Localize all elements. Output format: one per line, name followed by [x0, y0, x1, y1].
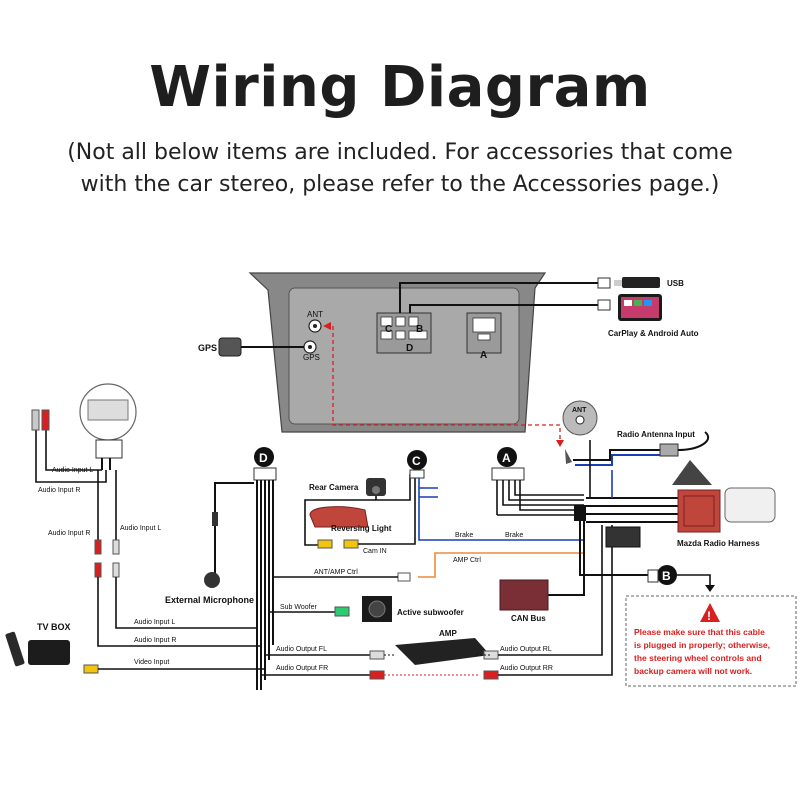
- active-subwoofer-label: Active subwoofer: [397, 608, 464, 617]
- head-unit: ANT GPS C B D A: [248, 272, 547, 433]
- microphone-icon: [204, 572, 220, 588]
- audio-input-r-top-label: Audio Input R: [38, 487, 80, 494]
- antenna-wiring: ANT Radio Antenna Input: [323, 322, 712, 485]
- rear-camera-label: Rear Camera: [309, 483, 359, 492]
- tv-box-icon: [28, 640, 70, 665]
- mazda-radio-harness: Mazda Radio Harness: [677, 487, 776, 548]
- reversing-light-icon: [309, 506, 369, 528]
- audio-output-fr-label: Audio Output FR: [276, 665, 328, 672]
- usb-label: USB: [667, 279, 684, 288]
- gps-port-label: GPS: [303, 353, 320, 362]
- can-bus-module-icon: [499, 579, 549, 611]
- audio-input-l-mid-label: Audio Input L: [120, 525, 161, 532]
- ant-amp-ctrl-label: ANT/AMP Ctrl: [314, 569, 358, 576]
- audio-input-l-long-label: Audio Input L: [134, 619, 175, 626]
- can-bus-label: CAN Bus: [511, 614, 546, 623]
- audio-output-rl-label: Audio Output RL: [500, 646, 552, 653]
- port-c-label: C: [385, 324, 392, 335]
- can-bus: CAN Bus: [499, 579, 549, 623]
- subtitle-line-2: with the car stereo, please refer to the…: [80, 172, 720, 197]
- warning-icon-glyph: !: [707, 609, 711, 623]
- rear-camera-group: Rear Camera Reversing Light Cam IN: [304, 470, 417, 555]
- audio-input-r-long-label: Audio Input R: [134, 637, 176, 644]
- external-microphone-label: External Microphone: [165, 595, 254, 605]
- harness-connector-icon: [677, 489, 721, 533]
- gps-device-label: GPS: [198, 343, 217, 353]
- c-bundle: Brake: [409, 469, 584, 541]
- warning-line-3: the steering wheel controls and: [634, 653, 762, 663]
- warning-line-2: is plugged in properly; otherwise,: [634, 640, 770, 650]
- amplifier-icon: [395, 638, 490, 665]
- mazda-harness-label: Mazda Radio Harness: [677, 539, 760, 548]
- port-d-label: D: [406, 343, 413, 354]
- warning-triangle-icon: [700, 603, 720, 622]
- amp-label: AMP: [439, 629, 457, 638]
- subtitle-line-1: (Not all below items are included. For a…: [67, 140, 733, 165]
- a-bundle: Brake: [491, 440, 680, 596]
- amp-group: AMP Audio Output FL Audio Output FR Audi…: [261, 525, 613, 680]
- d-bundle: [253, 467, 277, 690]
- amp-ctrl-wire: AMP Ctrl ANT/AMP Ctrl: [273, 552, 584, 582]
- carplay-label: CarPlay & Android Auto: [608, 329, 699, 338]
- audio-output-fl-label: Audio Output FL: [276, 646, 327, 653]
- usb-carplay-wires: USB CarPlay & Android Auto: [399, 277, 699, 338]
- gps-antenna: GPS: [198, 337, 304, 357]
- warning-line-4: backup camera will not work.: [634, 666, 752, 676]
- port-a-label: A: [480, 350, 487, 361]
- page-title: Wiring Diagram: [149, 55, 651, 120]
- amp-ctrl-label: AMP Ctrl: [453, 557, 481, 564]
- ant-badge-label: ANT: [572, 407, 587, 414]
- audio-rca-input-group: Audio Input L Audio Input R Audio Input …: [31, 383, 261, 647]
- warning-box: ! Please make sure that this cable is pl…: [625, 595, 797, 687]
- subwoofer-group: Sub Woofer Active subwoofer: [269, 596, 464, 622]
- brake-a-label: Brake: [505, 532, 523, 539]
- tv-box-label: TV BOX: [37, 622, 71, 632]
- brake-c-label: Brake: [455, 532, 473, 539]
- audio-output-rr-label: Audio Output RR: [500, 665, 553, 672]
- sub-woofer-label: Sub Woofer: [280, 604, 318, 611]
- marker-c-letter: C: [412, 454, 421, 468]
- warning-line-1: Please make sure that this cable: [634, 627, 765, 637]
- external-microphone: External Microphone: [165, 482, 254, 605]
- audio-input-l-top-label: Audio Input L: [52, 467, 93, 474]
- audio-input-r-mid-label: Audio Input R: [48, 530, 90, 537]
- tv-box: TV BOX Video Input: [5, 622, 265, 674]
- marker-d-letter: D: [259, 451, 268, 465]
- marker-a: A: [497, 447, 517, 467]
- marker-b: B: [657, 565, 677, 585]
- usb-stick-icon: [622, 277, 660, 288]
- marker-a-letter: A: [502, 451, 511, 465]
- radio-antenna-input-label: Radio Antenna Input: [617, 430, 695, 439]
- ant-port-label: ANT: [307, 310, 323, 319]
- video-input-label: Video Input: [134, 659, 169, 666]
- cam-in-label: Cam IN: [363, 548, 387, 555]
- port-b-label: B: [416, 324, 423, 335]
- marker-c: C: [407, 450, 427, 470]
- marker-b-letter: B: [662, 569, 671, 583]
- shark-fin-antenna-icon: [672, 460, 712, 485]
- reversing-light-label: Reversing Light: [331, 524, 392, 533]
- marker-d: D: [254, 447, 274, 467]
